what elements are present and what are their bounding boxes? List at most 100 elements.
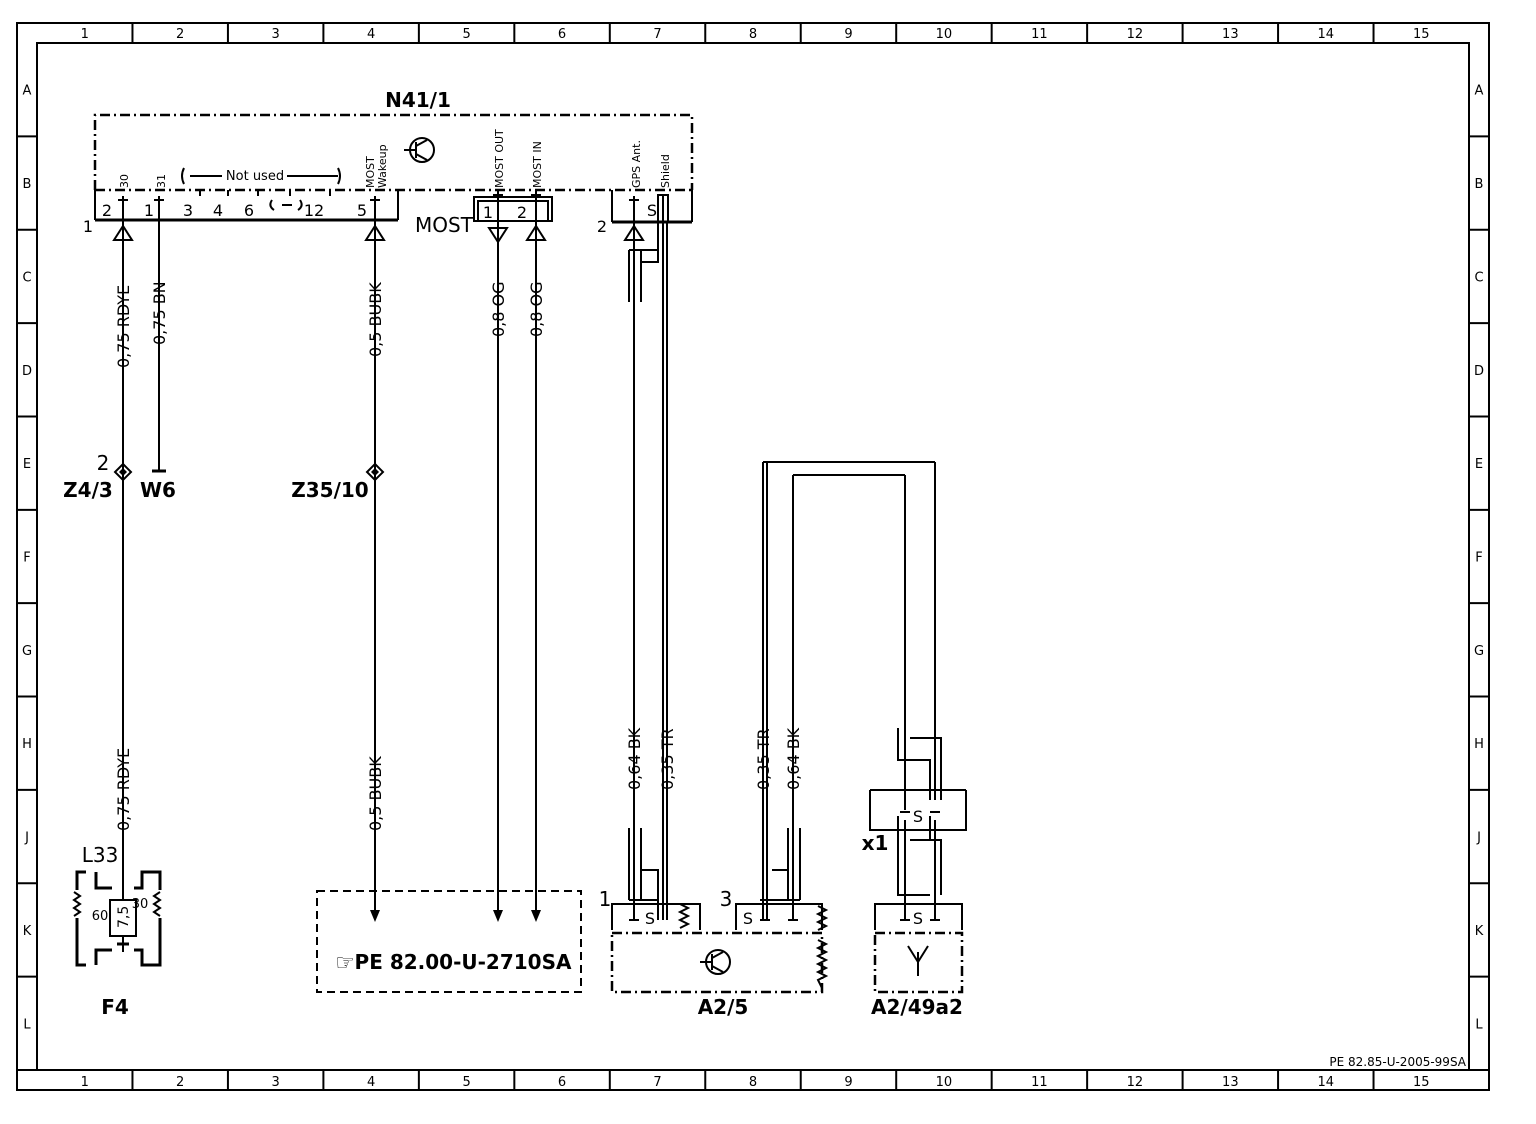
svg-text:30: 30	[118, 174, 131, 188]
module-a2-5: 1 3 S S A2/5	[599, 887, 829, 1019]
row-label: E	[23, 457, 31, 472]
wire-label-og: 0,8 OG	[489, 281, 508, 337]
svg-text:W6: W6	[140, 478, 176, 502]
row-label: G	[1474, 644, 1484, 659]
wire-label-tr: 0,35 TR	[754, 728, 773, 790]
column-label: 6	[558, 27, 566, 42]
svg-text:MOST IN: MOST IN	[531, 141, 544, 188]
column-label: 2	[176, 1075, 184, 1090]
ground-w6: W6	[140, 478, 176, 502]
row-label: J	[24, 831, 29, 846]
column-label: 13	[1222, 27, 1239, 42]
column-label: 14	[1318, 27, 1335, 42]
row-label: B	[1475, 177, 1484, 192]
svg-text:12: 12	[304, 201, 324, 220]
wire-label-bk: 0,64 BK	[784, 727, 803, 790]
hand-pointer-icon: ☞	[335, 951, 355, 976]
svg-text:2: 2	[102, 201, 112, 220]
svg-text:Z4/3: Z4/3	[63, 478, 113, 502]
module-a2-49a2: S A2/49a2	[871, 903, 964, 1019]
transistor-icon	[404, 137, 435, 163]
svg-text:A2/49a2: A2/49a2	[871, 995, 963, 1019]
svg-text:Wakeup: Wakeup	[376, 144, 389, 188]
column-label: 8	[749, 1075, 757, 1090]
column-label: 3	[272, 1075, 280, 1090]
svg-text:2: 2	[597, 217, 607, 236]
antenna-icon	[907, 945, 929, 976]
column-label: 13	[1222, 1075, 1239, 1090]
wire-label-rdye: 0,75 RDYE	[114, 285, 133, 368]
svg-text:7,5: 7,5	[116, 906, 132, 928]
splice-z4-3: 2 Z4/3	[63, 451, 133, 502]
svg-text:x1: x1	[862, 831, 889, 855]
row-label: G	[22, 644, 32, 659]
wire-label-bubk: 0,5 BUBK	[366, 282, 385, 357]
column-label: 11	[1031, 1075, 1048, 1090]
column-label: 10	[936, 27, 953, 42]
column-label: 6	[558, 1075, 566, 1090]
svg-text:2: 2	[517, 203, 527, 222]
column-label: 5	[462, 1075, 470, 1090]
wire-label-bn: 0,75 BN	[150, 281, 169, 345]
column-label: 7	[653, 1075, 661, 1090]
wire-label-bk: 0,64 BK	[625, 727, 644, 790]
svg-text:S: S	[743, 909, 753, 928]
svg-text:1: 1	[144, 201, 154, 220]
transistor-icon	[700, 949, 731, 975]
column-label: 14	[1318, 1075, 1335, 1090]
row-label: C	[22, 270, 31, 285]
wire-labels: 0,75 RDYE 0,75 BN 0,5 BUBK 0,8 OG 0,8 OG…	[114, 281, 803, 831]
column-label: 1	[81, 27, 89, 42]
column-label: 15	[1413, 27, 1430, 42]
column-label: 3	[272, 27, 280, 42]
svg-text:1: 1	[483, 203, 493, 222]
most-wakeup-label: MOST	[364, 156, 377, 188]
svg-text:31: 31	[155, 174, 168, 188]
column-label: 9	[844, 27, 852, 42]
column-label: 11	[1031, 27, 1048, 42]
row-label: A	[23, 84, 32, 99]
svg-text:30: 30	[132, 897, 149, 912]
svg-text:2: 2	[97, 451, 110, 475]
reference-text: PE 82.00-U-2710SA	[355, 950, 572, 974]
row-label: H	[1474, 737, 1484, 752]
svg-text:1: 1	[83, 217, 93, 236]
row-label: K	[1475, 924, 1484, 939]
svg-text:3: 3	[183, 201, 193, 220]
wire-label-bubk: 0,5 BUBK	[366, 756, 385, 831]
row-label: C	[1474, 270, 1483, 285]
column-label: 12	[1127, 1075, 1144, 1090]
svg-text:1: 1	[599, 887, 612, 911]
row-label: B	[23, 177, 32, 192]
column-label: 4	[367, 27, 375, 42]
svg-text:MOST OUT: MOST OUT	[493, 129, 506, 188]
fuse-f4: L33 7,5 60 30 F4	[72, 843, 162, 1019]
row-label: J	[1476, 831, 1481, 846]
svg-text:S: S	[645, 909, 655, 928]
splice-z35-10: Z35/10	[291, 462, 385, 502]
module-title: N41/1	[385, 88, 451, 112]
row-label: E	[1475, 457, 1483, 472]
column-label: 15	[1413, 1075, 1430, 1090]
module-n41-1: N41/1 1 2 30 31 Not used MOST Wakeup	[83, 88, 694, 237]
svg-text:F4: F4	[101, 995, 129, 1019]
svg-text:S: S	[913, 909, 923, 928]
row-label: F	[23, 551, 30, 566]
svg-text:60: 60	[92, 909, 109, 924]
row-label: K	[23, 924, 32, 939]
svg-text:5: 5	[357, 201, 367, 220]
row-label: L	[23, 1017, 31, 1032]
row-label: H	[22, 737, 32, 752]
column-label: 12	[1127, 27, 1144, 42]
document-code: PE 82.85-U-2005-99SA	[1329, 1055, 1466, 1069]
column-label: 1	[81, 1075, 89, 1090]
svg-text:3: 3	[720, 887, 733, 911]
svg-text:Z35/10: Z35/10	[291, 478, 368, 502]
fuse-l33-label: L33	[82, 843, 119, 867]
wire-label-tr: 0,35 TR	[658, 728, 677, 790]
svg-text:A2/5: A2/5	[698, 995, 749, 1019]
svg-text:Shield: Shield	[659, 154, 672, 188]
column-label: 2	[176, 27, 184, 42]
